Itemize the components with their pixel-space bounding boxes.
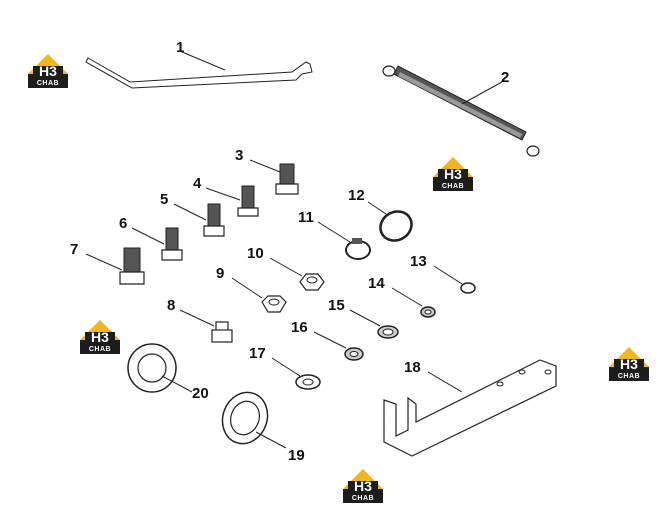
logo-letters: H3 bbox=[620, 356, 638, 372]
house-logo-icon: H3 CHAB bbox=[609, 347, 649, 381]
callout-11: 11 bbox=[298, 209, 314, 226]
callout-7: 7 bbox=[70, 241, 78, 258]
part-10-nut bbox=[269, 257, 325, 291]
callout-1: 1 bbox=[176, 39, 184, 56]
logo-letters: H3 bbox=[354, 478, 372, 494]
part-20-gasket bbox=[127, 343, 193, 393]
part-1-rod bbox=[85, 51, 313, 89]
callout-17: 17 bbox=[249, 345, 266, 362]
part-16-washer bbox=[313, 331, 364, 361]
callout-3: 3 bbox=[235, 147, 243, 164]
callout-20: 20 bbox=[192, 385, 209, 402]
callout-2: 2 bbox=[501, 69, 509, 86]
part-4-bolt bbox=[205, 185, 259, 217]
callout-18: 18 bbox=[404, 359, 421, 376]
part-12-ring bbox=[367, 201, 413, 242]
logo-letters: H3 bbox=[39, 63, 57, 79]
logo-subtext: CHAB bbox=[89, 346, 111, 353]
callout-5: 5 bbox=[160, 191, 168, 208]
callout-10: 10 bbox=[247, 245, 264, 262]
logo-letters: H3 bbox=[91, 329, 109, 345]
callout-16: 16 bbox=[291, 319, 308, 336]
logo-subtext: CHAB bbox=[37, 80, 59, 87]
house-logo-icon: H3 CHAB bbox=[80, 320, 120, 354]
house-logo-icon: H3 CHAB bbox=[343, 469, 383, 503]
part-8-plug bbox=[179, 309, 233, 343]
logo-subtext: CHAB bbox=[442, 183, 464, 190]
house-logo-icon: H3 CHAB bbox=[433, 157, 473, 191]
part-19-gasket bbox=[221, 391, 287, 449]
part-6-bolt bbox=[131, 227, 183, 261]
callout-6: 6 bbox=[119, 215, 127, 232]
logo-letters: H3 bbox=[444, 166, 462, 182]
part-2-hose bbox=[382, 65, 540, 157]
callout-12: 12 bbox=[348, 187, 365, 204]
part-18-bracket bbox=[383, 359, 557, 457]
callout-9: 9 bbox=[216, 265, 224, 282]
part-13-o-ring bbox=[433, 265, 476, 294]
logo-subtext: CHAB bbox=[352, 495, 374, 502]
logo-subtext: CHAB bbox=[618, 373, 640, 380]
part-11-clamp bbox=[317, 221, 371, 260]
part-9-nut bbox=[231, 277, 287, 313]
callout-14: 14 bbox=[368, 275, 385, 292]
house-logo-icon: H3 CHAB bbox=[28, 54, 68, 88]
part-5-bolt bbox=[173, 203, 225, 237]
part-17-flat-washer bbox=[271, 357, 321, 390]
callout-15: 15 bbox=[328, 297, 345, 314]
part-14-washer bbox=[391, 287, 436, 318]
part-3-bolt bbox=[249, 159, 299, 195]
callout-19: 19 bbox=[288, 447, 305, 464]
callout-4: 4 bbox=[193, 175, 202, 192]
callout-13: 13 bbox=[410, 253, 427, 270]
part-7-bolt bbox=[85, 247, 145, 285]
part-15-washer bbox=[349, 309, 399, 339]
callout-8: 8 bbox=[167, 297, 175, 314]
